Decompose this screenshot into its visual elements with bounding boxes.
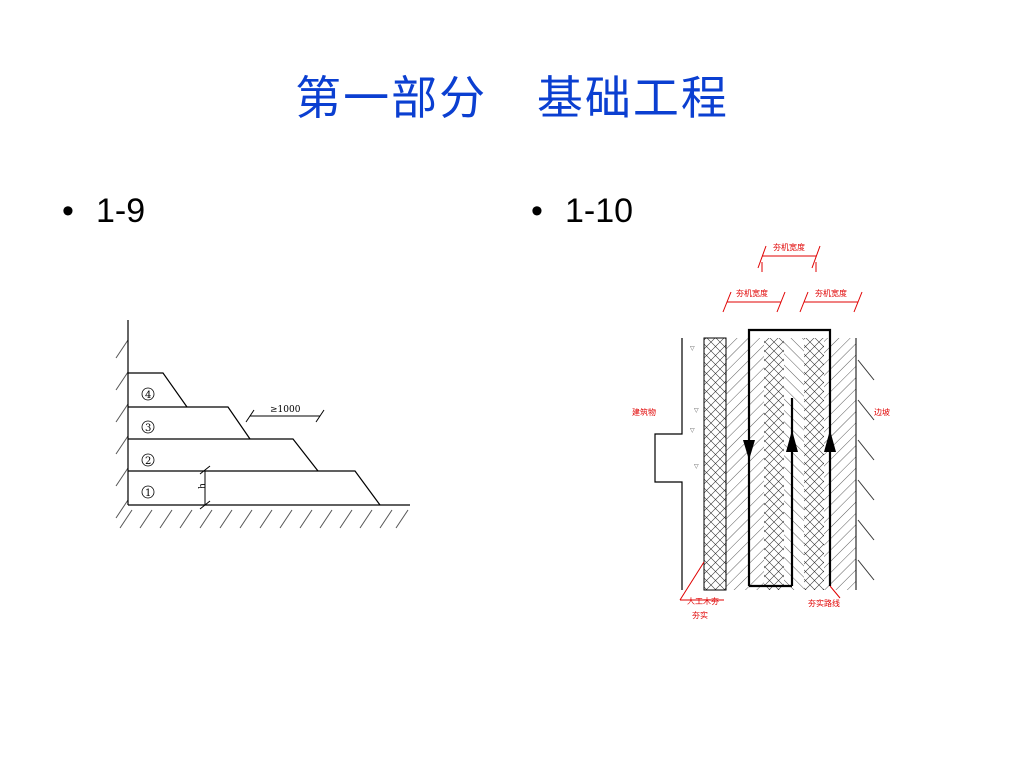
arrow-up-icon [786,430,798,452]
building-outline [654,338,683,590]
bullet-marker: • [531,192,543,230]
top-width-label: 夯机宽度 [773,242,805,252]
manual-tamp-leader [679,561,705,601]
slide-title: 第一部分 基础工程 [295,71,729,125]
building-markers: ▽ ▽ ▽ ▽ [690,345,699,470]
band-4 [804,338,824,590]
svg-text:2: 2 [145,456,151,467]
manual-tamp-label-2: 夯实 [692,610,708,620]
arrow-down-icon [743,440,755,460]
tamp-route-label: 夯实路线 [808,598,840,608]
svg-text:▽: ▽ [690,427,695,434]
right-width-dimension [799,291,863,313]
band-1 [726,338,764,590]
bullet-1-10: • 1-10 [531,192,633,231]
height-symbol: h [198,483,208,489]
ground-hatching [115,339,409,529]
bullet-label: 1-9 [96,192,146,230]
band-borders [725,338,857,590]
left-width-dimension [722,291,786,313]
band-2 [764,338,784,590]
svg-text:▽: ▽ [694,463,699,470]
building-label: 建筑物 [632,407,656,417]
manual-tamp-strip [703,337,727,591]
dimension-1000 [245,409,325,423]
bullet-marker: • [62,192,74,230]
manual-tamp-label-1: 人工木夯 [687,596,719,606]
right-width-label: 夯机宽度 [815,288,847,298]
route-arrows [743,430,836,460]
svg-text:▽: ▽ [690,345,695,352]
band-5 [824,338,856,590]
slope-hatching [857,359,875,581]
band-3 [784,338,804,590]
bullet-label: 1-10 [565,192,634,230]
dimension-label: ≥1000 [270,405,301,415]
top-width-dimension [757,245,821,272]
slope-label: 边坡 [874,407,890,417]
svg-text:3: 3 [145,423,151,434]
arrow-up-icon [824,430,836,452]
height-dimension [199,465,211,510]
svg-text:▽: ▽ [694,407,699,414]
left-width-label: 夯机宽度 [736,288,768,298]
layer-labels: ④ 4 3 2 1 [141,387,155,499]
svg-text:1: 1 [145,488,151,499]
bullet-1-9: • 1-9 [62,192,145,231]
svg-text:4: 4 [145,390,151,401]
